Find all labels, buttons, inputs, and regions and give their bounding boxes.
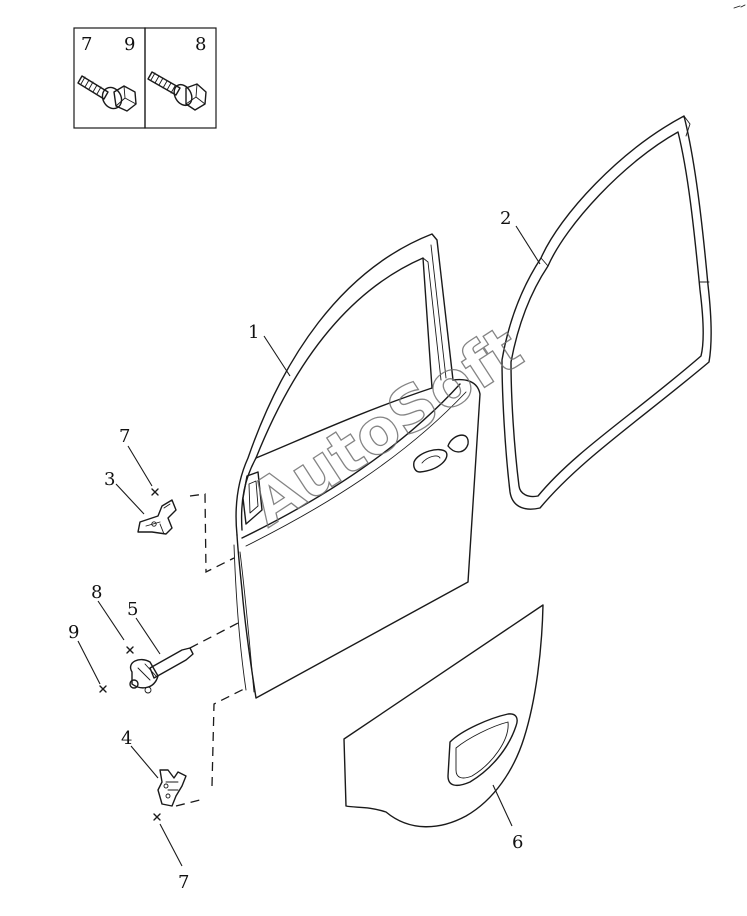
flange-bolt-icon xyxy=(147,71,207,111)
corner-mark xyxy=(733,4,746,9)
callout-labels: 1 2 3 7 5 8 9 4 7 6 xyxy=(68,208,523,893)
legend-label-7: 7 xyxy=(81,34,92,55)
callout-bolt-upper-hinge: 7 xyxy=(119,426,130,447)
assembly-lines xyxy=(175,493,247,807)
door-check-strap xyxy=(129,647,194,694)
weatherstrip-seal xyxy=(501,115,712,510)
door-trim-panel xyxy=(343,604,544,828)
callout-bolt-check: 8 xyxy=(91,582,102,603)
door-shell xyxy=(233,233,481,699)
callout-nut-check: 9 xyxy=(68,622,79,643)
door-handle-icon xyxy=(413,434,469,473)
lower-hinge xyxy=(157,769,187,807)
legend-label-9: 9 xyxy=(124,34,135,55)
callout-bolt-lower-hinge: 7 xyxy=(178,872,189,893)
flange-bolt-with-washer-icon xyxy=(77,75,137,112)
upper-hinge xyxy=(137,499,177,535)
legend-label-8: 8 xyxy=(195,34,206,55)
callout-weatherstrip: 2 xyxy=(500,208,511,229)
callout-lower-hinge: 4 xyxy=(121,728,132,749)
bolt-marker-upper xyxy=(151,488,159,496)
callout-trim-panel: 6 xyxy=(512,832,523,853)
fastener-legend: 7 9 8 xyxy=(73,27,217,129)
leader-lines xyxy=(77,225,541,867)
watermark: AutoSoft xyxy=(236,311,534,540)
bolt-marker-check xyxy=(126,646,134,654)
nut-marker-check xyxy=(99,685,107,693)
callout-door-shell: 1 xyxy=(248,322,259,343)
bolt-marker-lower xyxy=(153,813,161,821)
callout-upper-hinge: 3 xyxy=(104,469,115,490)
fastener-markers xyxy=(99,488,161,821)
callout-door-check: 5 xyxy=(127,599,138,620)
